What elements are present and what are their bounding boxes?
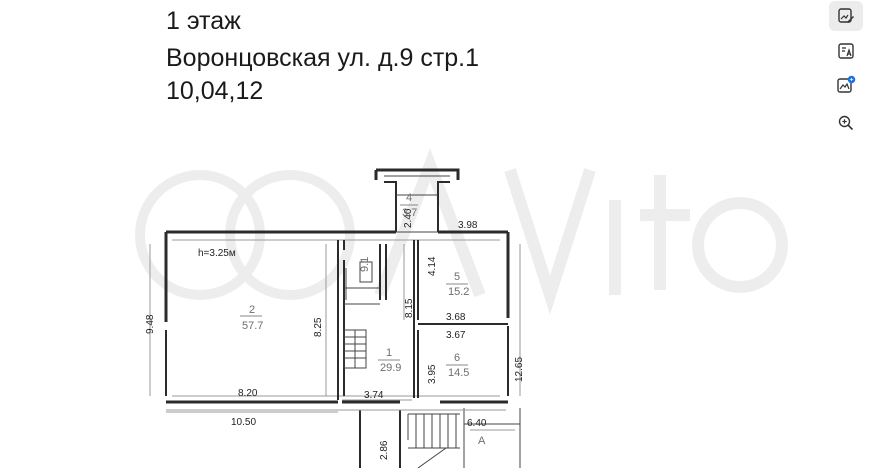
floor-title: 1 этаж: [166, 7, 241, 35]
dim-left-height: 9.48: [145, 314, 156, 334]
outer-stairs: [359, 408, 521, 468]
dim-room6-height: 3.95: [427, 364, 438, 384]
zoom-in-icon: [838, 115, 854, 131]
exterior-walls: [164, 230, 510, 404]
room-5-number: 5: [454, 271, 460, 283]
room-2-area: 57.7: [242, 320, 263, 332]
dim-room6-width: 3.67: [446, 330, 466, 341]
dim-room5-height: 4.14: [427, 256, 438, 276]
dim-right-height: 12.65: [514, 357, 525, 382]
room-5-area: 15.2: [448, 286, 469, 298]
zoom-in-button[interactable]: [833, 110, 859, 136]
watermark: [135, 148, 788, 315]
dim-porch-width: 2.40: [403, 208, 414, 228]
dim-corridor-width: 3.74: [364, 390, 384, 401]
address-title: Воронцовская ул. д.9 стр.1: [166, 44, 480, 72]
dim-stair-width: 6.40: [467, 418, 487, 429]
dim-room2-width: 8.20: [238, 388, 258, 399]
dim-room5-width: 3.68: [446, 312, 466, 323]
image-tools-toolbar: [828, 0, 871, 150]
selected-tool-highlight: [829, 1, 863, 31]
edit-image-icon: [838, 8, 854, 23]
image-search-button[interactable]: [833, 72, 859, 98]
translate-text-icon: [838, 43, 854, 59]
dim-top-right: 3.98: [458, 220, 478, 231]
dim-corridor-height: 8.15: [404, 298, 415, 318]
dim-total-width: 10.50: [231, 417, 256, 428]
room-2-number: 2: [249, 304, 255, 316]
room-3-area: 9.1: [359, 257, 371, 272]
room-4-area: 3.7: [402, 207, 417, 219]
date-title: 10,04,12: [166, 77, 264, 105]
edit-image-button[interactable]: [833, 3, 859, 29]
room-6-area: 14.5: [448, 367, 469, 379]
room-1-area: 29.9: [380, 362, 401, 374]
ceiling-height: h=3.25м: [198, 248, 236, 259]
dim-room2-height: 8.25: [313, 317, 324, 337]
image-badge-icon: [837, 75, 856, 93]
porch-room-4: [374, 168, 460, 233]
interior-walls: [337, 240, 508, 400]
inner-stairs: [343, 329, 367, 369]
room-1-number: 1: [386, 347, 392, 359]
dimension-lines: [149, 244, 521, 413]
room-4-number: 4: [406, 192, 412, 204]
translate-text-button[interactable]: [833, 38, 859, 64]
stair-mark: A: [478, 435, 486, 447]
room-6-number: 6: [454, 352, 460, 364]
dim-stair-height: 2.86: [379, 440, 390, 460]
